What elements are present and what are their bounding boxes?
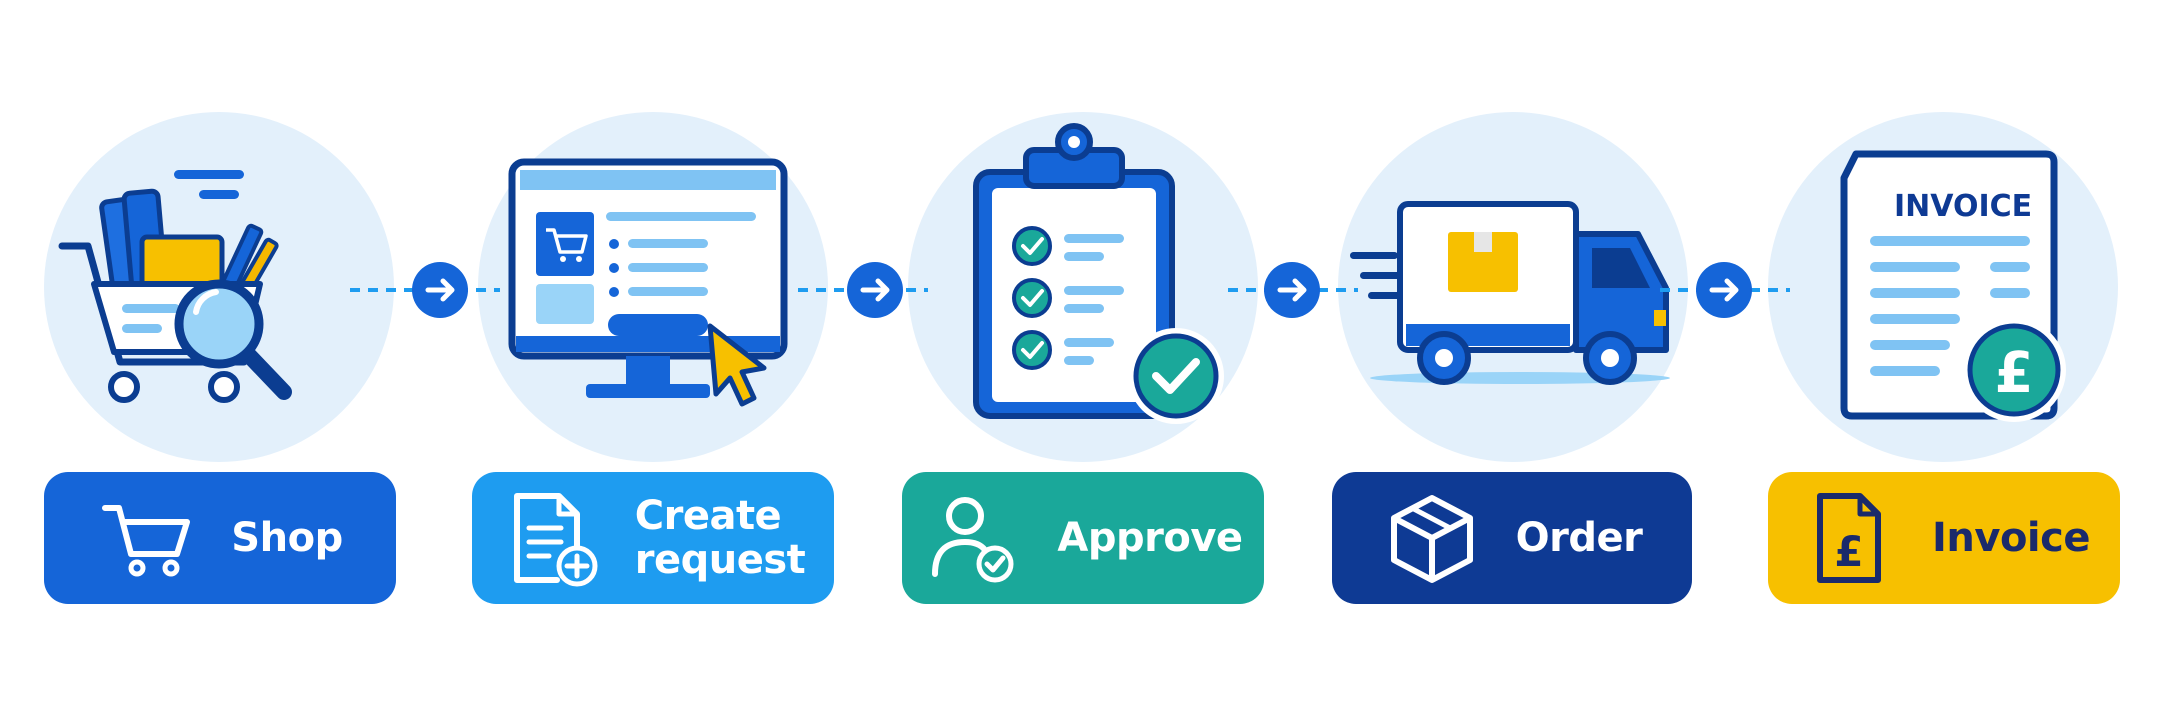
arrow-right-icon — [1228, 262, 1358, 318]
connector-1 — [350, 262, 500, 318]
document-add-icon — [501, 488, 601, 588]
invoice-heading: INVOICE — [1894, 189, 2032, 224]
connector-3 — [1228, 262, 1358, 318]
order-illustration — [1338, 112, 1688, 462]
delivery-truck-icon — [1350, 201, 1670, 385]
cart-magnifier-icon — [58, 170, 292, 403]
pound-document-icon: £ — [1798, 488, 1898, 588]
step-order-text: Order — [1515, 515, 1643, 561]
step-invoice-text: Invoice — [1932, 515, 2090, 561]
arrow-right-icon — [1660, 262, 1790, 318]
step-approve-text: Approve — [1057, 515, 1243, 561]
step-order-label: Order — [1332, 472, 1692, 604]
connector-2 — [798, 262, 928, 318]
step-create-request-label: Create request — [472, 472, 834, 604]
step-create-request-text: Create request — [634, 493, 806, 583]
monitor-cursor-icon — [508, 158, 788, 407]
arrow-right-icon — [798, 262, 928, 318]
step-approve-label: Approve — [902, 472, 1264, 604]
box-icon — [1382, 488, 1482, 588]
step-shop-label: Shop — [44, 472, 396, 604]
shopping-cart-icon — [97, 488, 197, 588]
connector-4 — [1660, 262, 1790, 318]
arrow-right-icon — [350, 262, 500, 318]
invoice-illustration: INVOICE £ — [1768, 112, 2118, 462]
approve-illustration — [908, 112, 1258, 462]
user-check-icon — [923, 488, 1023, 588]
shop-illustration — [44, 112, 394, 462]
pound-sign: £ — [1995, 341, 2034, 406]
clipboard-check-icon — [973, 123, 1224, 424]
step-shop-text: Shop — [231, 515, 343, 561]
pound-sign-small: £ — [1834, 527, 1863, 576]
step-invoice-label: £ Invoice — [1768, 472, 2120, 604]
create-request-illustration — [478, 112, 828, 462]
invoice-document-icon: INVOICE £ — [1840, 150, 2066, 422]
